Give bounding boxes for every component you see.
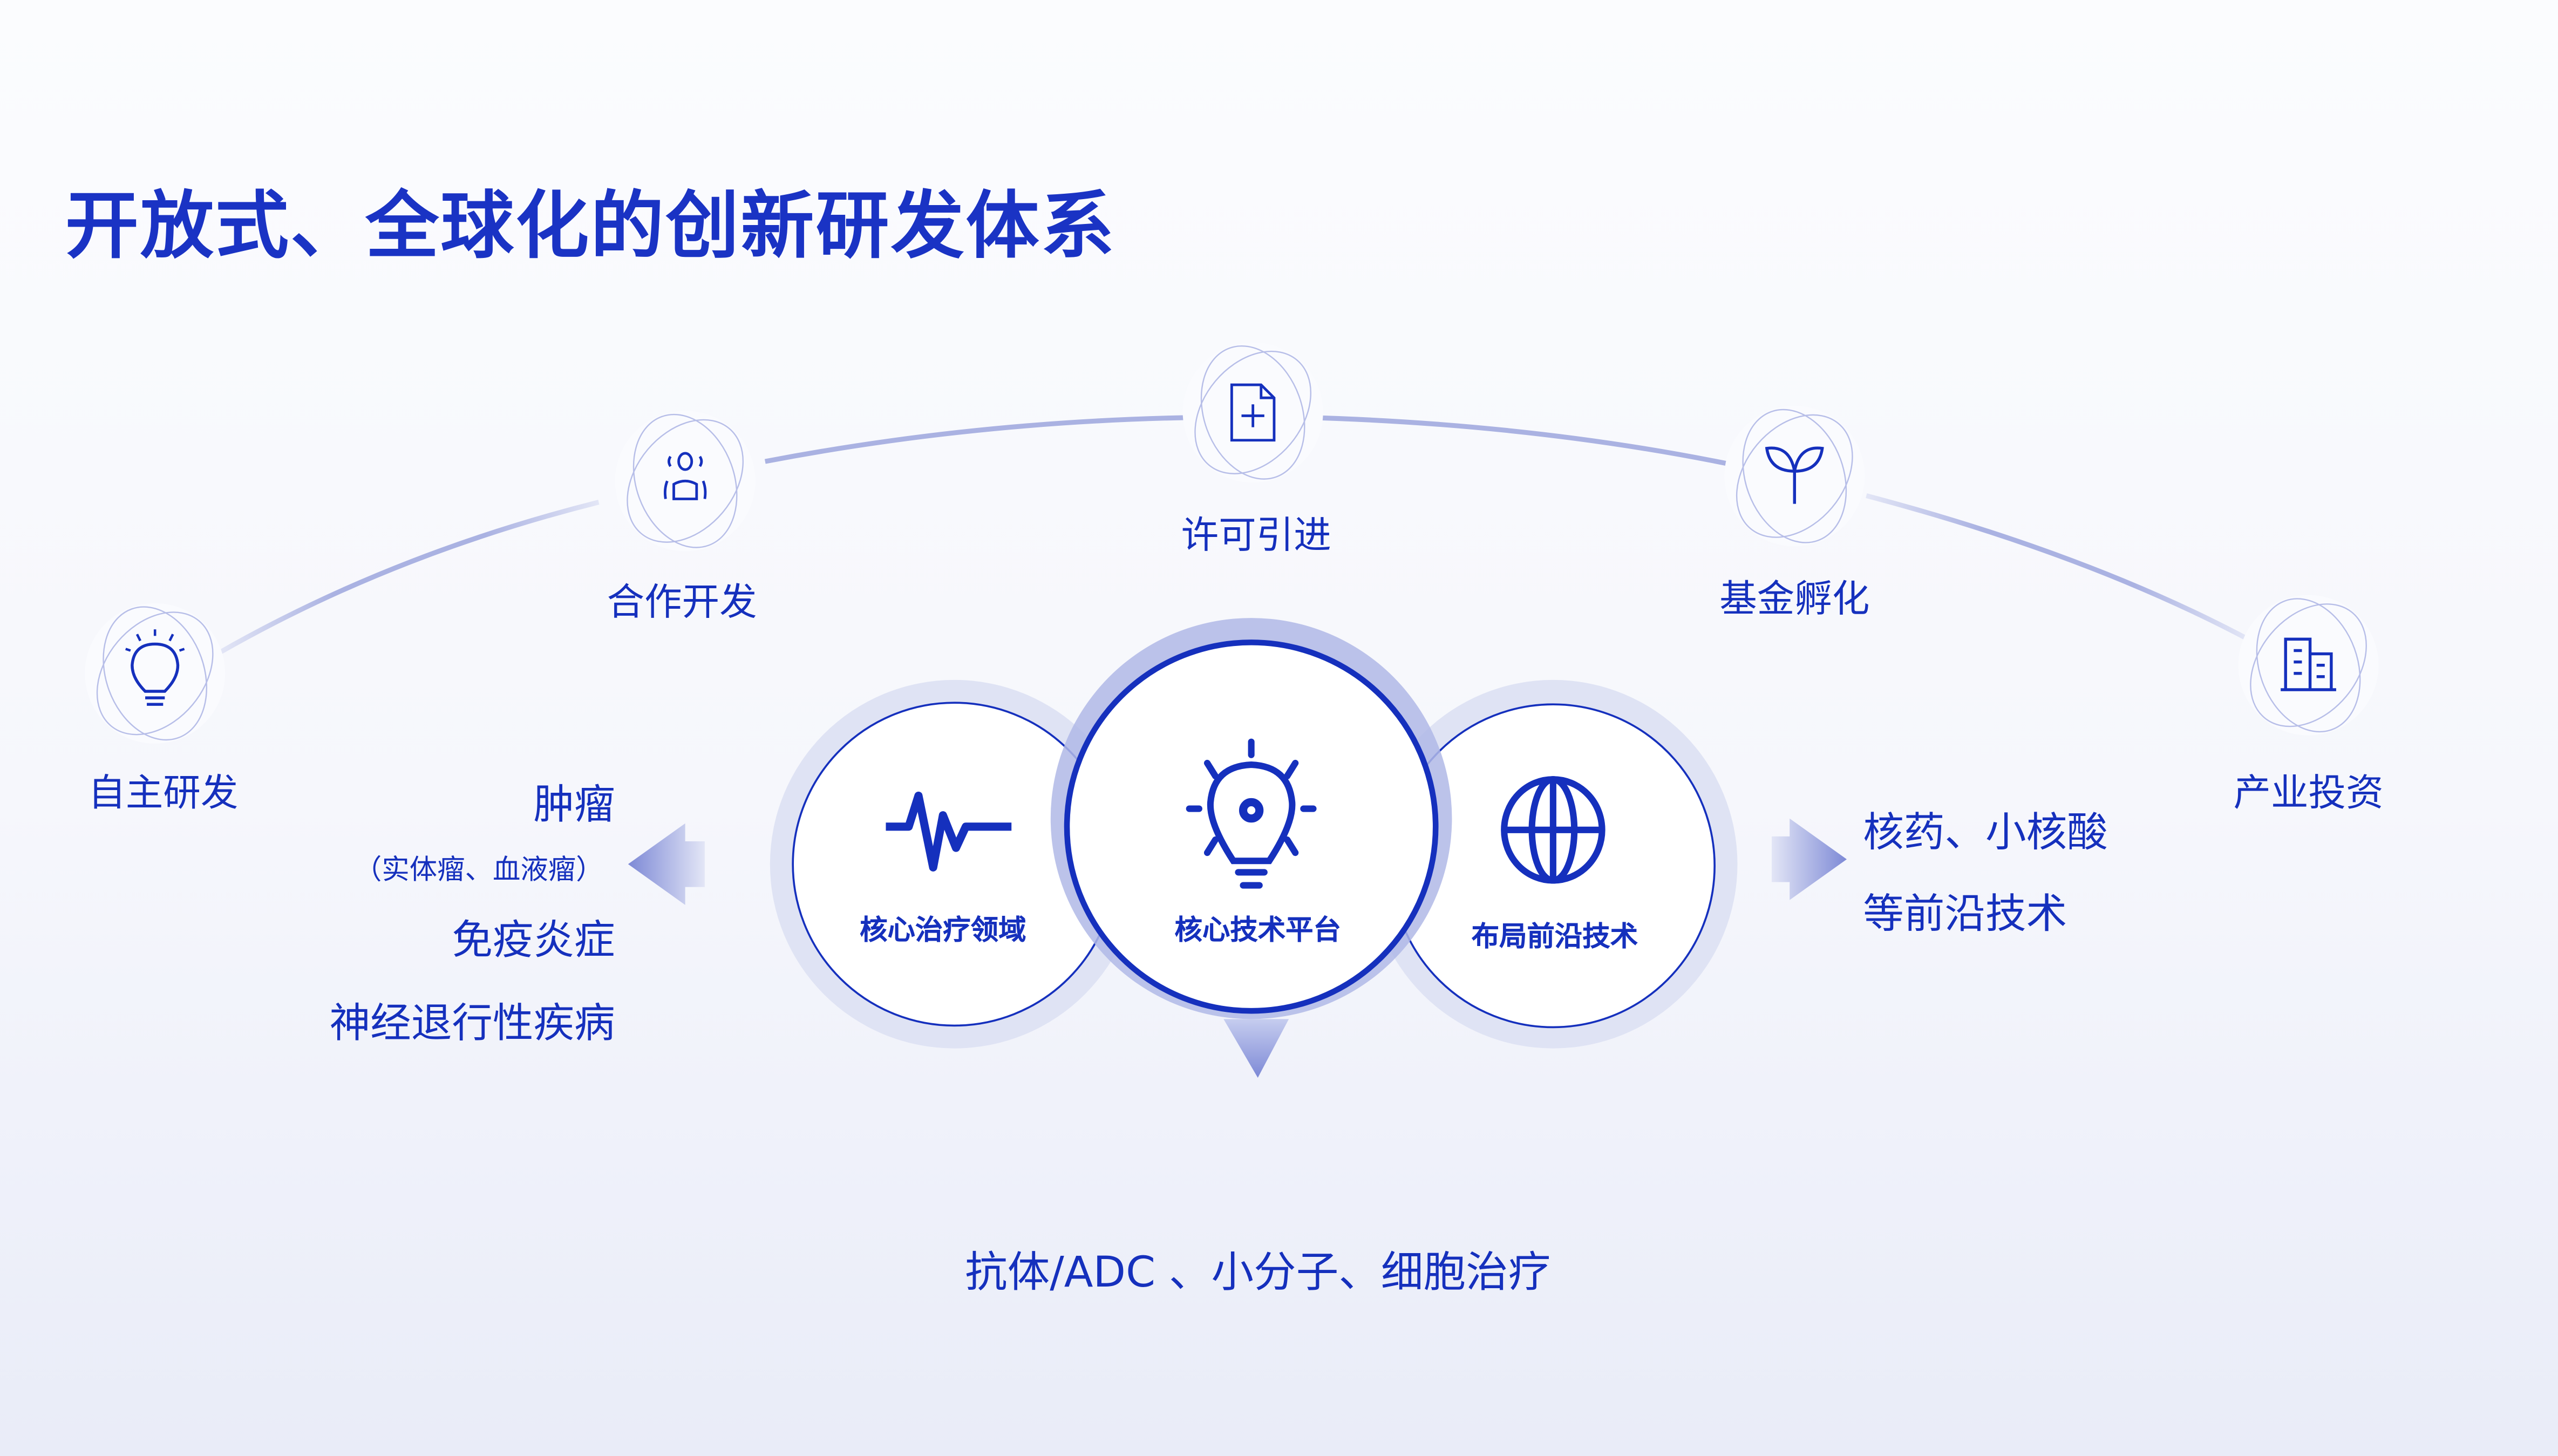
heartbeat-icon xyxy=(886,791,1012,872)
arc-node-label: 许可引进 xyxy=(1181,515,1331,558)
therapy-area-neuro: 神经退行性疾病 xyxy=(329,999,615,1047)
therapy-area-oncology-note: （实体瘤、血液瘤） xyxy=(353,854,604,887)
circle-label-therapy: 核心治疗领域 xyxy=(860,914,1026,948)
globe-icon xyxy=(1501,776,1605,884)
therapy-area-oncology: 肿瘤 xyxy=(533,781,615,828)
arc-node-co-dev xyxy=(612,407,759,554)
circle-label-frontier: 布局前沿技术 xyxy=(1471,921,1638,954)
arc-node-self-rd xyxy=(81,600,228,747)
platform-modalities: 抗体/ADC 、小分子、细胞治疗 xyxy=(965,1249,1551,1298)
people-icon xyxy=(615,411,756,552)
page-title: 开放式、全球化的创新研发体系 xyxy=(65,182,1116,269)
arc-segment xyxy=(219,500,600,655)
lightbulb-gear-icon xyxy=(1186,738,1317,889)
lightbulb-icon xyxy=(85,603,226,744)
arrow-right xyxy=(1771,818,1847,900)
arc-segment xyxy=(1305,414,1733,467)
therapy-area-immunology: 免疫炎症 xyxy=(452,916,615,964)
sprout-icon xyxy=(1724,406,1865,547)
arrow-left xyxy=(628,823,705,905)
arc-node-label: 基金孵化 xyxy=(1719,579,1870,622)
arc-segment xyxy=(764,414,1199,464)
frontier-tech-line1: 核药、小核酸 xyxy=(1863,808,2108,856)
arc-segment xyxy=(1866,493,2249,642)
arc-node-label: 合作开发 xyxy=(607,582,757,625)
circle-center xyxy=(1064,639,1439,1014)
arc-node-license xyxy=(1180,339,1326,486)
frontier-tech-line2: 等前沿技术 xyxy=(1863,890,2067,938)
arc-node-label: 自主研发 xyxy=(88,773,239,815)
arc-node-fund xyxy=(1721,403,1868,549)
building-icon xyxy=(2238,595,2379,736)
circle-label-platform: 核心技术平台 xyxy=(1174,914,1341,948)
arc-node-invest xyxy=(2235,592,2382,739)
document-add-icon xyxy=(1182,342,1323,483)
arrow-down xyxy=(1223,1019,1289,1078)
arc-node-label: 产业投资 xyxy=(2233,773,2384,815)
